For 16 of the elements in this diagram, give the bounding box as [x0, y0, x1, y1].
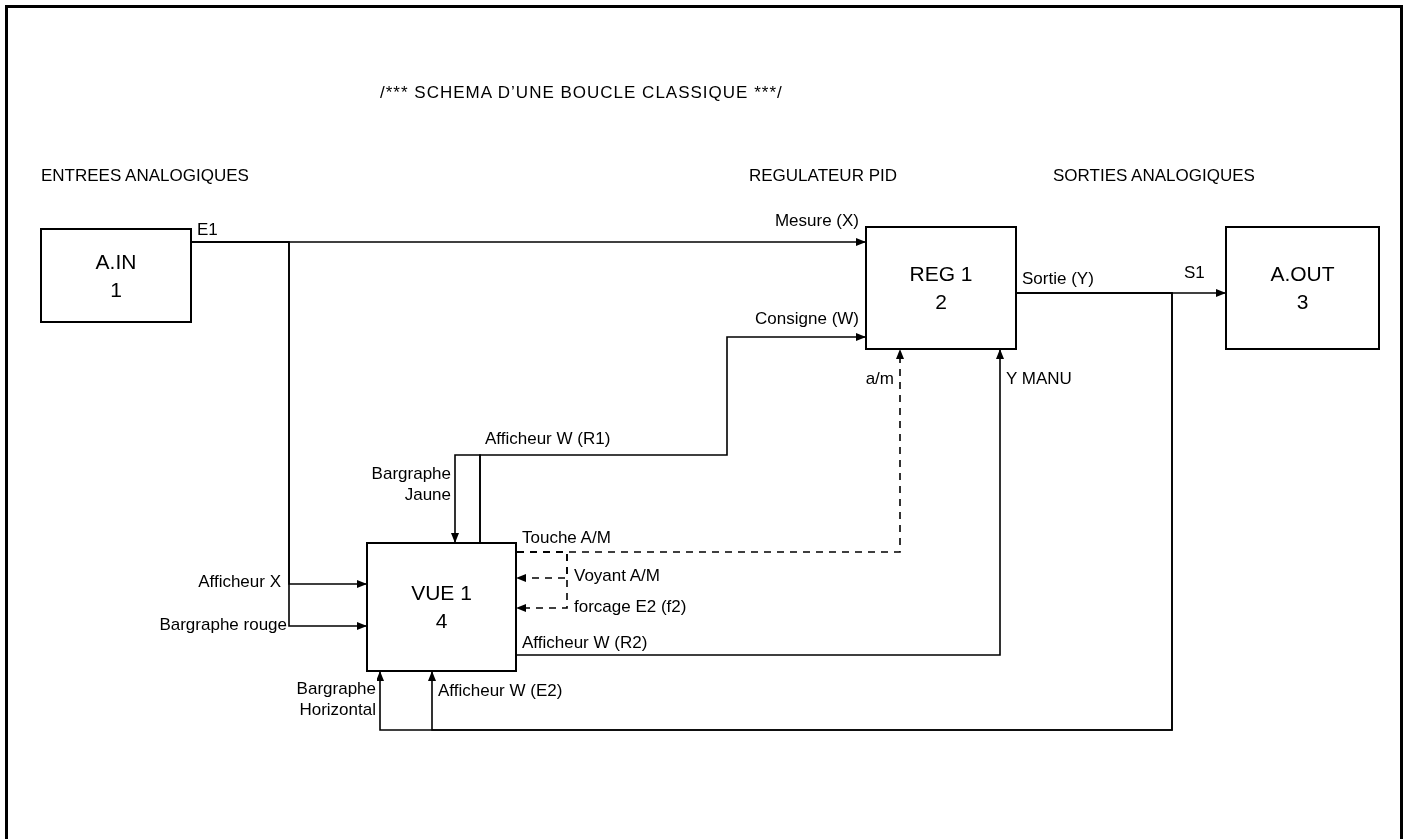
- block-box: [865, 226, 1017, 350]
- block-text: 3: [1296, 289, 1309, 315]
- block-text: A.IN: [95, 248, 137, 275]
- dashed-connector: [516, 551, 568, 612]
- block-text: 1: [110, 276, 122, 303]
- title: /*** SCHEMA D’UNE BOUCLE CLASSIQUE ***/: [380, 82, 783, 104]
- block-text: VUE 1: [411, 580, 472, 606]
- block-box: [1225, 226, 1380, 350]
- block-box: [40, 228, 192, 323]
- block-box: [366, 542, 517, 672]
- connector: [516, 349, 1004, 656]
- block-text: 2: [935, 289, 947, 315]
- connector: [451, 454, 481, 543]
- block-text: A.OUT: [1270, 261, 1335, 287]
- block-text: REG 1: [909, 261, 973, 287]
- block-text: 4: [435, 608, 448, 634]
